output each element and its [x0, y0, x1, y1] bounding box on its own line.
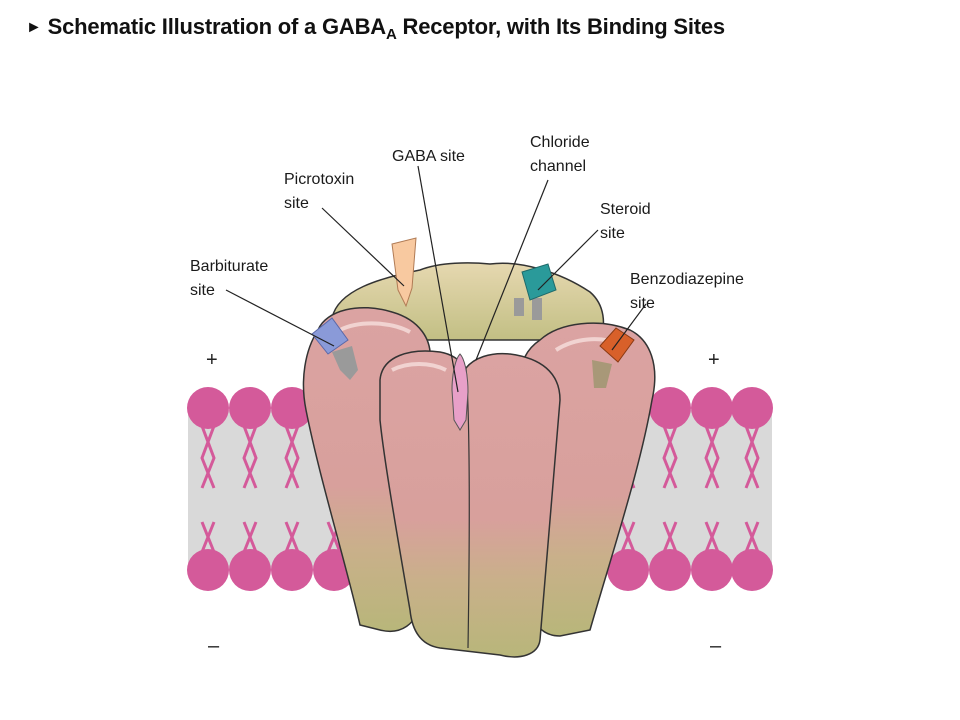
- leader-line-chloride: [475, 179, 549, 361]
- receptor-subunit-front: [379, 350, 561, 658]
- lipid-head: [649, 549, 691, 591]
- leader-line-gaba: [417, 165, 459, 393]
- label-benzodiazepine-line2: site: [630, 295, 655, 312]
- lipid-head: [691, 387, 733, 429]
- lipid-head: [187, 549, 229, 591]
- lipid-head: [731, 387, 773, 429]
- leader-line-benzodiazepine: [611, 303, 647, 351]
- label-gaba-site: GABA site: [392, 148, 465, 165]
- label-chloride-line2: channel: [530, 158, 586, 175]
- lipid-head: [187, 387, 229, 429]
- leader-line-steroid: [537, 229, 599, 291]
- label-benzodiazepine-line1: Benzodiazepine: [630, 271, 744, 288]
- lipid-tail: [744, 425, 760, 553]
- page-title: ► Schematic Illustration of a GABAA Recep…: [26, 14, 725, 43]
- label-barbiturate-line2: site: [190, 282, 215, 299]
- label-picrotoxin-line1: Picrotoxin: [284, 171, 354, 188]
- lipid-tail: [200, 425, 216, 553]
- label-steroid-line1: Steroid: [600, 201, 651, 218]
- lipid-tail: [704, 425, 720, 553]
- sign-minus-right: –: [710, 635, 722, 657]
- benzodiazepine-site-marker: [592, 327, 635, 388]
- sign-plus-left: +: [206, 349, 218, 371]
- label-chloride-line1: Chloride: [530, 134, 590, 151]
- title-suffix: Receptor, with Its Binding Sites: [396, 14, 726, 39]
- title-bullet-icon: ►: [26, 19, 42, 36]
- title-subscript: A: [385, 26, 397, 43]
- title-prefix: Schematic Illustration of a GABA: [47, 14, 387, 39]
- lipid-head: [691, 549, 733, 591]
- lipid-head: [649, 387, 691, 429]
- lipid-tail: [284, 425, 300, 553]
- lipid-tail: [662, 425, 678, 553]
- lipid-head: [607, 549, 649, 591]
- picrotoxin-site-marker: [391, 237, 417, 308]
- lipid-tail: [242, 425, 258, 553]
- lipid-head: [229, 387, 271, 429]
- label-barbiturate-line1: Barbiturate: [190, 258, 268, 275]
- leader-line-barbiturate: [225, 289, 335, 347]
- gaba-site-marker: [451, 353, 469, 431]
- sign-minus-left: –: [208, 635, 220, 657]
- steroid-site-marker: [514, 263, 557, 320]
- receptor-complex: [302, 262, 656, 658]
- receptor-highlight-left: [339, 321, 411, 334]
- barbiturate-site-marker: [311, 317, 358, 380]
- receptor-highlight-front: [391, 362, 447, 372]
- leader-line-picrotoxin: [321, 207, 405, 287]
- label-picrotoxin-line2: site: [284, 195, 309, 212]
- label-steroid-line2: site: [600, 225, 625, 242]
- lipid-head: [731, 549, 773, 591]
- lipid-head: [229, 549, 271, 591]
- lipid-head: [271, 549, 313, 591]
- lipid-head: [271, 387, 313, 429]
- sign-plus-right: +: [708, 349, 720, 371]
- leader-lines: [225, 165, 647, 393]
